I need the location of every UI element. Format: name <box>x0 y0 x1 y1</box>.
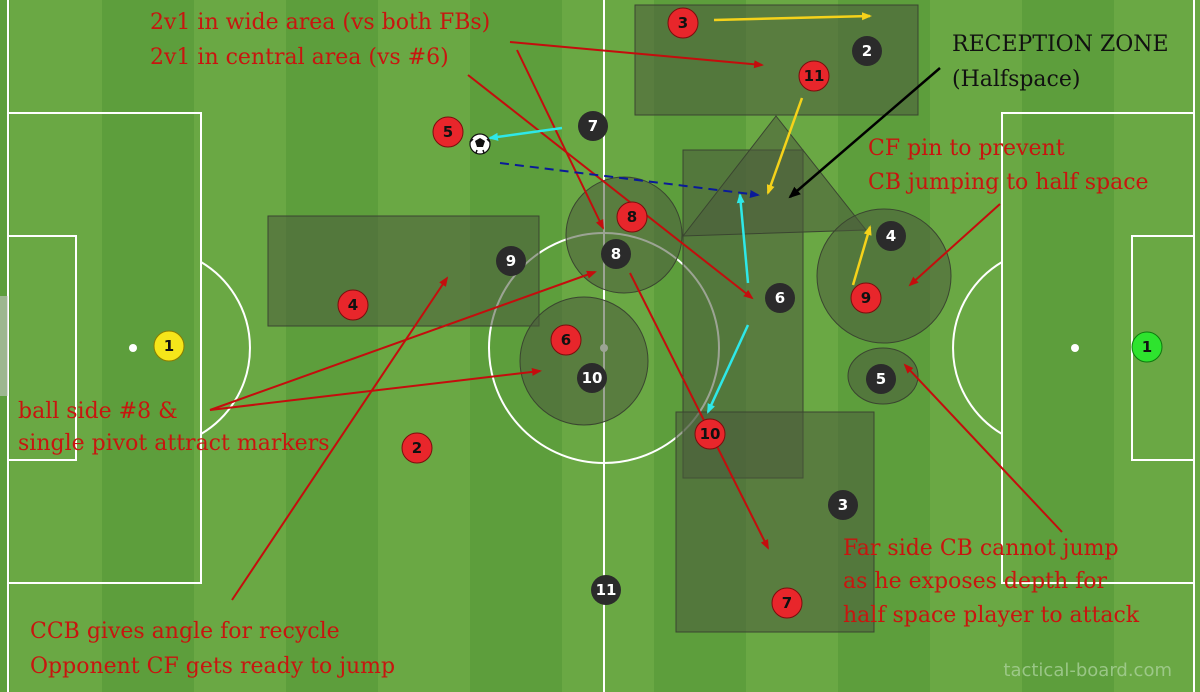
player-number: 10 <box>582 369 603 387</box>
player-number: 11 <box>596 581 617 599</box>
note-central-2v1: 2v1 in central area (vs #6) <box>150 45 449 70</box>
player-number: 9 <box>506 252 516 270</box>
player-number: 8 <box>627 208 637 226</box>
arrow-central-2v1 <box>467 74 754 300</box>
arrow-8-to-7 <box>629 272 769 550</box>
player-dark-7[interactable]: 7 <box>578 111 608 141</box>
arrow-11-run <box>766 97 804 195</box>
player-number: 1 <box>1142 338 1152 356</box>
note-ccb-2: Opponent CF gets ready to jump <box>30 654 395 679</box>
note-cf-pin-1: CF pin to prevent <box>868 136 1065 161</box>
cyan-arrows <box>488 126 750 414</box>
note-ccb-1: CCB gives angle for recycle <box>30 619 340 644</box>
arrow-6-down <box>706 324 750 414</box>
arrow-wide-2v1 <box>509 41 764 69</box>
player-red-7[interactable]: 7 <box>771 587 803 619</box>
player-number: 4 <box>886 227 896 245</box>
arrow-7-press <box>488 126 563 141</box>
note-halfspace: (Halfspace) <box>952 67 1080 92</box>
zone-circle-8 <box>565 176 683 294</box>
player-number: 7 <box>782 594 792 612</box>
arrow-far-cb <box>903 363 1063 533</box>
arrow-3-run <box>713 12 872 22</box>
player-number: 2 <box>412 439 422 457</box>
player-number: 4 <box>348 296 358 314</box>
player-number: 8 <box>611 245 621 263</box>
player-dark-4[interactable]: 4 <box>876 221 906 251</box>
player-dark-9[interactable]: 9 <box>496 246 526 276</box>
arrow-9-run <box>851 225 872 286</box>
arrow-6-up <box>736 193 750 284</box>
goalkeeper-green-1[interactable]: 1 <box>1131 331 1163 363</box>
goalkeeper-yellow-1[interactable]: 1 <box>153 330 185 362</box>
player-number: 6 <box>775 289 785 307</box>
player-number: 3 <box>678 14 688 32</box>
player-red-5[interactable]: 5 <box>432 116 464 148</box>
player-number: 9 <box>861 289 871 307</box>
reception-zone-label: RECEPTION ZONE (Halfspace) <box>952 32 1169 92</box>
player-dark-8[interactable]: 8 <box>601 239 631 269</box>
player-number: 11 <box>804 67 825 85</box>
note-far-side-2: as he exposes depth for <box>843 569 1108 594</box>
pass-dashed-arrow <box>499 162 760 198</box>
player-red-3[interactable]: 3 <box>667 7 699 39</box>
player-number: 5 <box>876 370 886 388</box>
note-ball-side-1: ball side #8 & <box>18 399 178 424</box>
zone-circle-4-9 <box>816 208 952 344</box>
player-red-10[interactable]: 10 <box>694 418 726 450</box>
player-red-11[interactable]: 11 <box>798 60 830 92</box>
player-red-4[interactable]: 4 <box>337 289 369 321</box>
player-dark-3[interactable]: 3 <box>828 490 858 520</box>
arrow-pivot <box>209 367 542 411</box>
annotations: 2v1 in wide area (vs both FBs) 2v1 in ce… <box>18 10 1149 679</box>
player-number: 3 <box>838 496 848 514</box>
note-ball-side-2: single pivot attract markers <box>18 431 330 456</box>
player-dark-10[interactable]: 10 <box>577 363 607 393</box>
player-red-9[interactable]: 9 <box>850 282 882 314</box>
player-number: 2 <box>862 42 872 60</box>
player-dark-6[interactable]: 6 <box>765 283 795 313</box>
red-team: 3 11 5 8 4 9 6 10 2 7 1 <box>153 7 882 619</box>
player-number: 1 <box>164 337 174 355</box>
dark-team: 2 7 4 8 9 6 10 5 3 11 1 <box>496 36 1163 605</box>
note-cf-pin-2: CB jumping to half space <box>868 170 1149 195</box>
note-wide-2v1: 2v1 in wide area (vs both FBs) <box>150 10 490 35</box>
player-dark-2[interactable]: 2 <box>852 36 882 66</box>
zone-circle-6 <box>519 296 649 426</box>
player-number: 7 <box>588 117 598 135</box>
player-dark-5[interactable]: 5 <box>866 364 896 394</box>
player-red-2[interactable]: 2 <box>401 432 433 464</box>
arrow-ballside-8 <box>209 270 597 411</box>
arrow-reception-zone <box>788 67 941 199</box>
note-reception-zone: RECEPTION ZONE <box>952 32 1169 57</box>
ball-icon <box>469 133 491 155</box>
red-arrows <box>209 41 1063 601</box>
player-red-6[interactable]: 6 <box>550 324 582 356</box>
player-red-8[interactable]: 8 <box>616 201 648 233</box>
arrow-ccb <box>231 276 449 601</box>
player-number: 6 <box>561 331 571 349</box>
player-number: 10 <box>700 425 721 443</box>
player-number: 5 <box>443 123 453 141</box>
watermark: tactical-board.com <box>1003 660 1172 681</box>
left-goal <box>0 296 8 396</box>
zone-left-block <box>267 215 540 327</box>
note-far-side-3: half space player to attack <box>843 603 1140 628</box>
arrow-cf-pin <box>908 203 1001 287</box>
player-dark-11[interactable]: 11 <box>591 575 621 605</box>
yellow-arrows <box>713 12 872 286</box>
arrow-8-run <box>516 49 604 230</box>
note-far-side-1: Far side CB cannot jump <box>843 536 1119 561</box>
